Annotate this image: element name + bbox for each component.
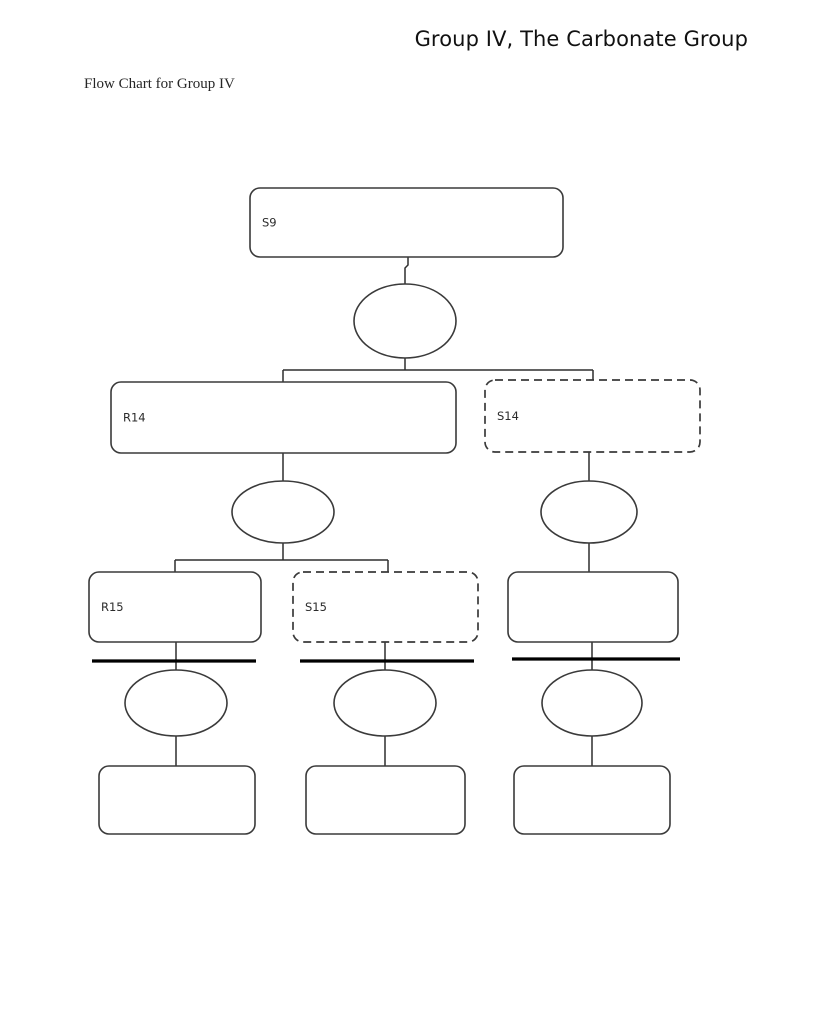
connector-layer <box>174 257 594 766</box>
ellipse-1[interactable] <box>353 283 457 359</box>
box-r14-shape <box>110 381 457 454</box>
box-s14-label: S14 <box>497 409 519 423</box>
box-s9-shape <box>249 187 564 258</box>
box-bottom-3[interactable] <box>513 765 671 835</box>
ellipse-1-shape <box>353 283 457 359</box>
box-s15-shape <box>292 571 479 643</box>
page-title: Group IV, The Carbonate Group <box>414 27 748 51</box>
box-s9-label: S9 <box>262 216 277 230</box>
box-r15-shape <box>88 571 262 643</box>
ellipse-6[interactable] <box>541 669 643 737</box>
chart-subtitle: Flow Chart for Group IV <box>84 76 235 92</box>
ellipse-2[interactable] <box>231 480 335 544</box>
box-right-mid[interactable] <box>507 571 679 643</box>
ellipse-3-shape <box>540 480 638 544</box>
box-s15-label: S15 <box>305 600 327 614</box>
box-s15[interactable]: S15 <box>292 571 479 643</box>
box-s9[interactable]: S9 <box>249 187 564 258</box>
box-s14[interactable]: S14 <box>484 379 701 453</box>
ellipse-4[interactable] <box>124 669 228 737</box>
box-bottom-2[interactable] <box>305 765 466 835</box>
conn-s9-to-ellipse1 <box>404 257 409 284</box>
ellipse-5[interactable] <box>333 669 437 737</box>
box-r14[interactable]: R14 <box>110 381 457 454</box>
box-r14-label: R14 <box>123 411 146 425</box>
box-bottom-1[interactable] <box>98 765 256 835</box>
ellipse-4-shape <box>124 669 228 737</box>
box-bottom-1-shape <box>98 765 256 835</box>
ellipse-2-shape <box>231 480 335 544</box>
box-s14-shape <box>484 379 701 453</box>
bar-layer <box>92 657 680 663</box>
box-bottom-2-shape <box>305 765 466 835</box>
ellipse-5-shape <box>333 669 437 737</box>
box-r15[interactable]: R15 <box>88 571 262 643</box>
box-right-mid-shape <box>507 571 679 643</box>
box-r15-label: R15 <box>101 600 124 614</box>
ellipse-3[interactable] <box>540 480 638 544</box>
box-bottom-3-shape <box>513 765 671 835</box>
ellipse-6-shape <box>541 669 643 737</box>
